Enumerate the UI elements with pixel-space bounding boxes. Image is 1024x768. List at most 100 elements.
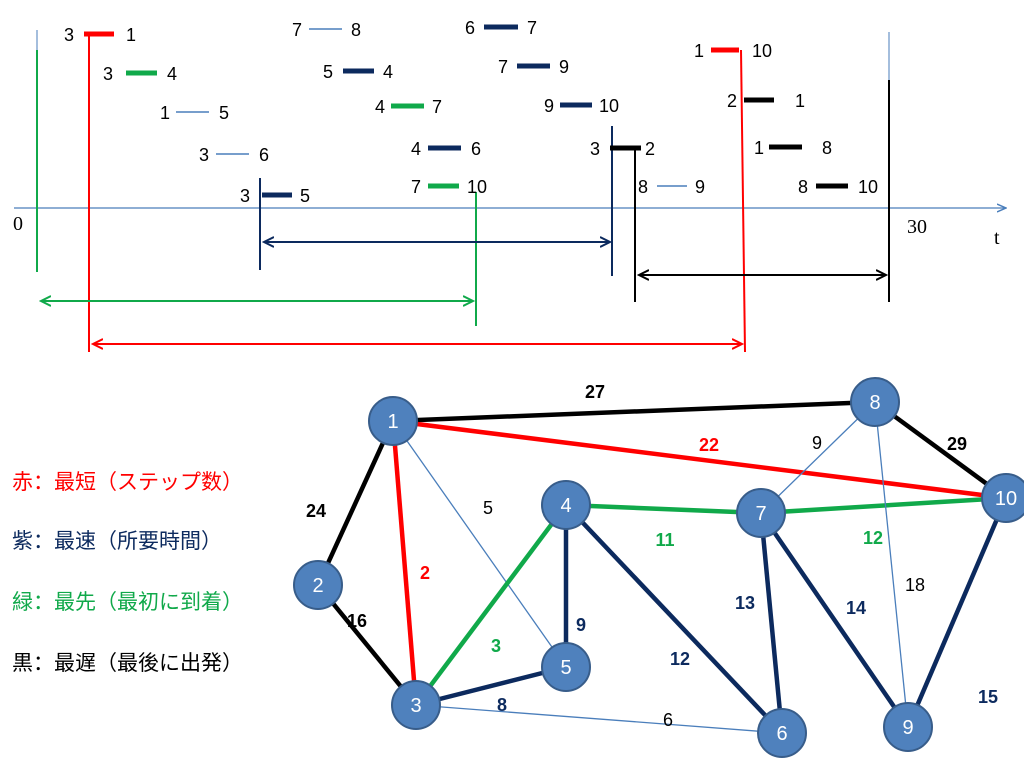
graph-node-1: 1	[368, 396, 418, 446]
graph-node-circle	[850, 377, 900, 427]
time-end-label: 30	[907, 216, 927, 238]
graph-node-label: 3	[410, 695, 421, 717]
graph-edge-3-6	[415, 704, 783, 734]
graph-node-label: 1	[387, 411, 398, 433]
edge-weight-label: 16	[347, 611, 367, 631]
graph-edge-2-3	[316, 583, 418, 707]
timeline-edge-to: 7	[527, 18, 537, 38]
graph-edge-8-10	[873, 400, 1008, 500]
graph-node-circle	[883, 702, 933, 752]
timeline-edge-to: 4	[383, 62, 393, 82]
graph-node-circle	[293, 560, 343, 610]
graph-node-6: 6	[757, 708, 807, 758]
edge-weight-label: 9	[812, 433, 822, 453]
timeline-edge-from: 3	[240, 186, 250, 206]
timeline-edge-from: 6	[465, 18, 475, 38]
timeline-edge-from: 7	[498, 57, 508, 77]
edge-weight-label: 12	[670, 649, 690, 669]
graph-node-4: 4	[541, 480, 591, 530]
edge-weight-label: 24	[306, 501, 326, 521]
timeline-edge-to: 7	[432, 97, 442, 117]
graph-node-label: 2	[312, 575, 323, 597]
timeline-edge-to: 4	[167, 64, 177, 84]
edge-weight-label: 22	[699, 435, 719, 455]
graph-edge-7-9	[759, 511, 910, 729]
graph-edge-7-10	[760, 495, 1007, 516]
timeline-edge-to: 6	[259, 145, 269, 165]
graph-edge-1-2	[315, 420, 396, 586]
graph-node-8: 8	[850, 377, 900, 427]
timeline-edge-from: 3	[590, 139, 600, 159]
edge-weight-label: 5	[483, 498, 493, 518]
timeline-edge-from: 4	[375, 97, 385, 117]
edge-weight-label: 27	[585, 382, 605, 402]
timeline-edge-from: 8	[638, 177, 648, 197]
graph-node-9: 9	[883, 702, 933, 752]
timeline-edge-from: 7	[292, 20, 302, 40]
graph-node-circle	[981, 473, 1024, 523]
graph-node-label: 7	[755, 503, 766, 525]
graph-edge-9-10	[905, 497, 1009, 728]
graph-node-7: 7	[736, 488, 786, 538]
graph-edge-3-4	[414, 503, 568, 707]
timeline-edge-to: 10	[752, 41, 772, 61]
graph-edge-1-3	[390, 420, 419, 706]
graph-node-label: 8	[869, 392, 880, 414]
timeline-edge-to: 8	[822, 138, 832, 158]
graph-node-5: 5	[541, 642, 591, 692]
timeline-edge-from: 4	[411, 139, 421, 159]
edge-weight-label: 9	[576, 615, 586, 635]
timeline-edge-to: 2	[645, 139, 655, 159]
edge-weight-label: 11	[655, 530, 674, 550]
graph-node-circle	[391, 680, 441, 730]
timeline-edge-to: 5	[300, 186, 310, 206]
edge-weight-label: 8	[497, 695, 507, 715]
timeline-edge: 7 10	[411, 177, 487, 197]
timeline-edge-from: 7	[411, 177, 421, 197]
graph-node-circle	[541, 642, 591, 692]
timeline-edge-from: 1	[754, 138, 764, 158]
timeline-edge-to: 1	[795, 91, 805, 111]
edge-weight-label: 18	[905, 575, 925, 595]
graph-node-label: 10	[995, 488, 1017, 510]
graph-edge-7-6	[758, 512, 785, 734]
edge-weight-label: 12	[863, 528, 883, 548]
timeline-edge: 9 10	[544, 96, 619, 116]
timeline-edge-to: 10	[599, 96, 619, 116]
graph-node-circle	[541, 480, 591, 530]
timeline-edge-from: 3	[199, 145, 209, 165]
timeline-edge-to: 9	[695, 177, 705, 197]
graph-edge-1-8	[392, 399, 876, 424]
graph-node-label: 5	[560, 657, 571, 679]
timeline-edge-from: 9	[544, 96, 554, 116]
time-origin-label: 0	[13, 213, 23, 235]
timeline-edge-from: 3	[103, 64, 113, 84]
edge-weight-label: 29	[947, 434, 967, 454]
graph-node-circle	[736, 488, 786, 538]
timeline-edge-to: 6	[471, 139, 481, 159]
legend-item-green: 緑：最先（最初に到着）	[12, 590, 243, 614]
timeline-edge-to: 5	[219, 103, 229, 123]
timeline-edge-from: 1	[160, 103, 170, 123]
timeline-edge-to: 10	[467, 177, 487, 197]
